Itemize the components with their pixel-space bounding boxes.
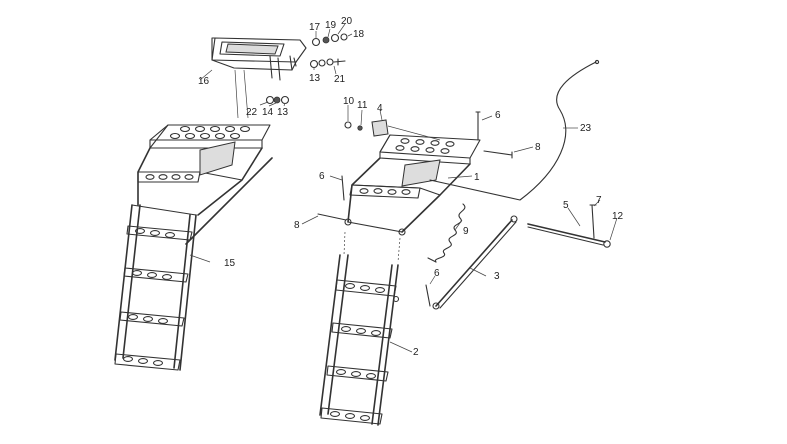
- label-23: 23: [580, 123, 592, 134]
- label-13-lower: 13: [277, 107, 289, 118]
- label-7: 7: [596, 195, 602, 206]
- label-5: 5: [563, 200, 569, 211]
- label-20: 20: [341, 16, 353, 27]
- label-10: 10: [343, 96, 355, 107]
- lower-ladder: [319, 231, 431, 426]
- label-8-left: 8: [294, 220, 300, 231]
- shaft: [527, 204, 611, 248]
- label-21: 21: [334, 74, 346, 85]
- label-22: 22: [246, 107, 258, 118]
- label-9: 9: [463, 226, 469, 237]
- label-19: 19: [325, 20, 337, 31]
- hardware-upper: [309, 23, 353, 75]
- label-12: 12: [612, 211, 624, 222]
- left-ladder: [114, 69, 273, 371]
- brace-rod: [432, 215, 518, 310]
- label-13-upper: 13: [309, 73, 321, 84]
- label-15: 15: [224, 258, 236, 269]
- spring: [427, 203, 466, 263]
- label-2: 2: [413, 347, 419, 358]
- control-box: [211, 37, 307, 81]
- label-1: 1: [474, 172, 480, 183]
- part-labels: 1 2 3 4 5 6 6 6 7 8 8 9 10 11 12 13 13 1…: [198, 16, 624, 358]
- label-16: 16: [198, 76, 210, 87]
- label-17: 17: [309, 22, 321, 33]
- label-3: 3: [494, 271, 500, 282]
- hardware-lower: [259, 95, 290, 107]
- label-8-right: 8: [535, 142, 541, 153]
- leader-lines: [189, 69, 618, 353]
- label-6-upper: 6: [495, 110, 501, 121]
- label-18: 18: [353, 29, 365, 40]
- label-6-lower: 6: [434, 268, 440, 279]
- cable: [429, 59, 600, 201]
- main-bracket: [317, 105, 513, 236]
- label-6-left: 6: [319, 171, 325, 182]
- label-4: 4: [377, 103, 383, 114]
- label-11: 11: [357, 100, 368, 111]
- label-14: 14: [262, 107, 274, 118]
